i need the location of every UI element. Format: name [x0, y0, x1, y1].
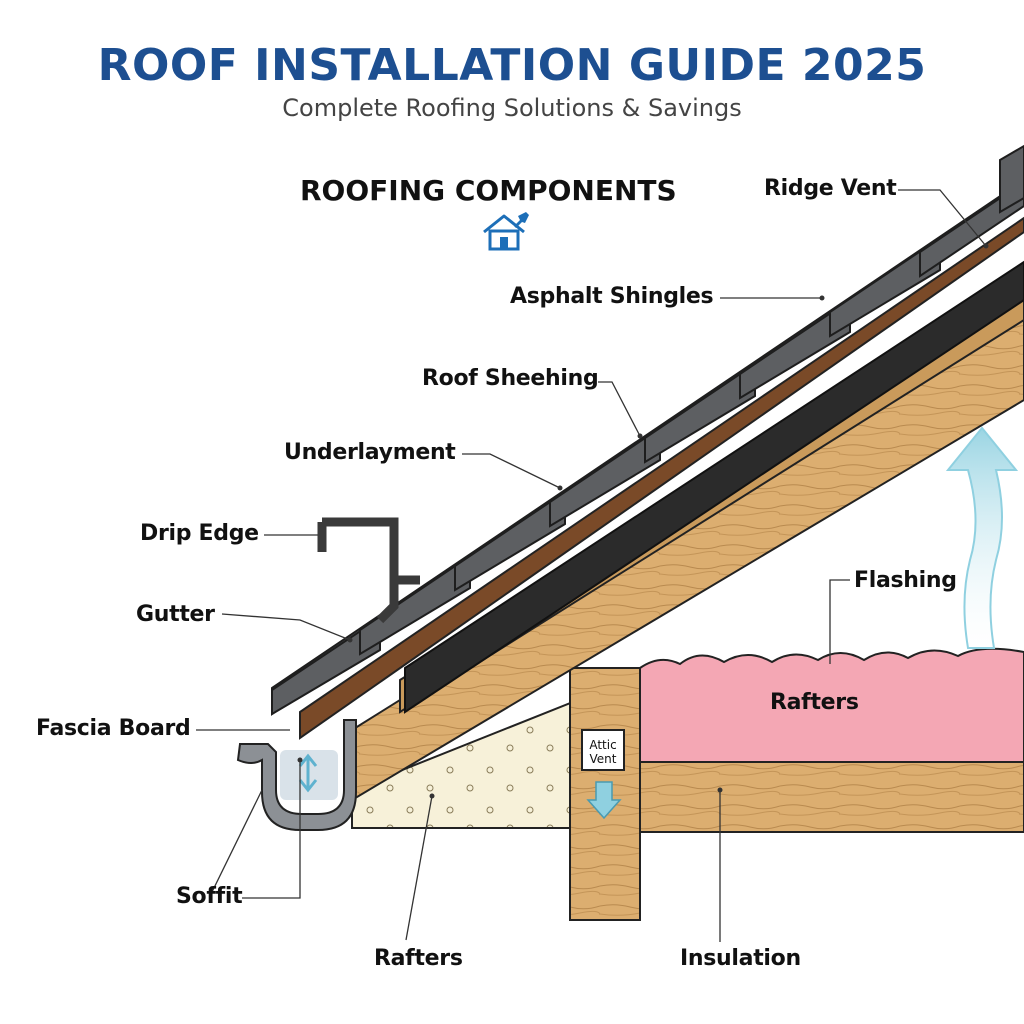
- underlayment: [404, 260, 1024, 714]
- house-wrench-icon: [483, 212, 529, 251]
- label-asphalt-shingles: Asphalt Shingles: [510, 284, 714, 309]
- label-roof-sheathing: Roof Sheehing: [422, 366, 599, 391]
- vertical-stud: [569, 667, 641, 921]
- attic-vent-arrow: [586, 781, 622, 820]
- label-attic-vent: Attic Vent: [582, 738, 624, 766]
- drip-strip: [299, 216, 1024, 740]
- asphalt-shingles: [271, 144, 1024, 716]
- label-fascia-board: Fascia Board: [36, 716, 191, 741]
- page-title: ROOF INSTALLATION GUIDE 2025: [97, 40, 927, 91]
- gutter-body: [236, 719, 357, 831]
- label-rafters-bottom: Rafters: [374, 946, 463, 971]
- label-attic-vent-line2: Vent: [589, 752, 617, 766]
- leader-lines: [196, 189, 987, 942]
- label-attic-vent-line1: Attic: [589, 738, 617, 752]
- airflow-arrow: [945, 426, 1019, 649]
- ceiling-joist: [639, 761, 1024, 833]
- label-underlayment: Underlayment: [284, 440, 456, 465]
- label-drip-edge: Drip Edge: [140, 521, 259, 546]
- label-insulation: Insulation: [680, 946, 801, 971]
- section-title: ROOFING COMPONENTS: [300, 174, 677, 207]
- label-gutter: Gutter: [136, 602, 215, 627]
- attic-vent-box: [581, 729, 625, 771]
- label-rafters-insulation: Rafters: [770, 690, 859, 715]
- drip-edge-bracket: [322, 517, 420, 585]
- label-flashing: Flashing: [854, 568, 957, 593]
- label-ridge-vent: Ridge Vent: [764, 176, 897, 201]
- leader-dots: [297, 243, 989, 799]
- insulation-batt: [639, 647, 1024, 763]
- label-soffit: Soffit: [176, 884, 243, 909]
- page-subtitle: Complete Roofing Solutions & Savings: [282, 94, 742, 122]
